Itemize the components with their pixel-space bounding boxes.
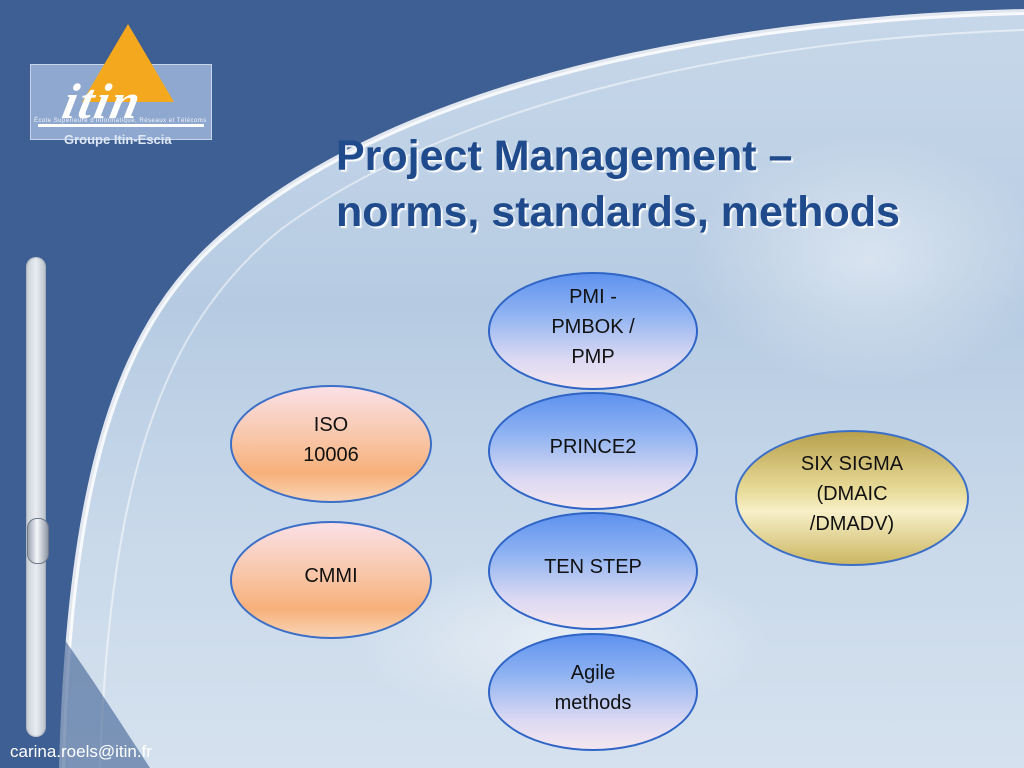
node-six-sigma-line3: /DMADV) — [809, 513, 895, 535]
node-prince2: PRINCE2 — [488, 392, 698, 510]
node-ten-step-label: TEN STEP — [544, 556, 642, 578]
logo-underline — [38, 124, 204, 127]
slide-title-line2: norms, standards, methods — [336, 188, 900, 236]
logo-group-name: Groupe Itin-Escia — [64, 132, 172, 147]
footer-email: carina.roels@itin.fr — [10, 742, 152, 761]
node-agile: Agile methods — [488, 633, 698, 751]
node-agile-line1: Agile — [570, 662, 616, 684]
node-six-sigma-line1: SIX SIGMA — [800, 453, 904, 475]
node-iso-line2: 10006 — [303, 444, 359, 466]
node-prince2-label: PRINCE2 — [549, 436, 637, 458]
node-ten-step: TEN STEP — [488, 512, 698, 630]
slide-title-line1: Project Management – — [336, 132, 793, 180]
slide-title: Project Management – norms, standards, m… — [336, 128, 1016, 240]
node-pmi: PMI - PMBOK / PMP — [488, 272, 698, 390]
itin-logo: itin École Supérieure d'Informatique, Ré… — [30, 24, 212, 148]
node-pmi-line3: PMP — [571, 346, 615, 368]
node-agile-line2: methods — [554, 692, 632, 714]
node-six-sigma-line2: (DMAIC — [816, 483, 888, 505]
logo-triangle — [82, 24, 174, 102]
node-iso: ISO 10006 — [230, 385, 432, 503]
node-six-sigma: SIX SIGMA (DMAIC /DMADV) — [735, 430, 969, 566]
node-pmi-line1: PMI - — [569, 286, 617, 308]
logo-tagline: École Supérieure d'Informatique, Réseaux… — [34, 118, 207, 124]
decorative-slider-track — [26, 257, 46, 737]
node-cmmi: CMMI — [230, 521, 432, 639]
node-iso-line1: ISO — [313, 414, 349, 436]
node-pmi-line2: PMBOK / — [551, 316, 635, 338]
node-cmmi-label: CMMI — [304, 565, 358, 587]
decorative-slider-knob — [27, 518, 49, 564]
